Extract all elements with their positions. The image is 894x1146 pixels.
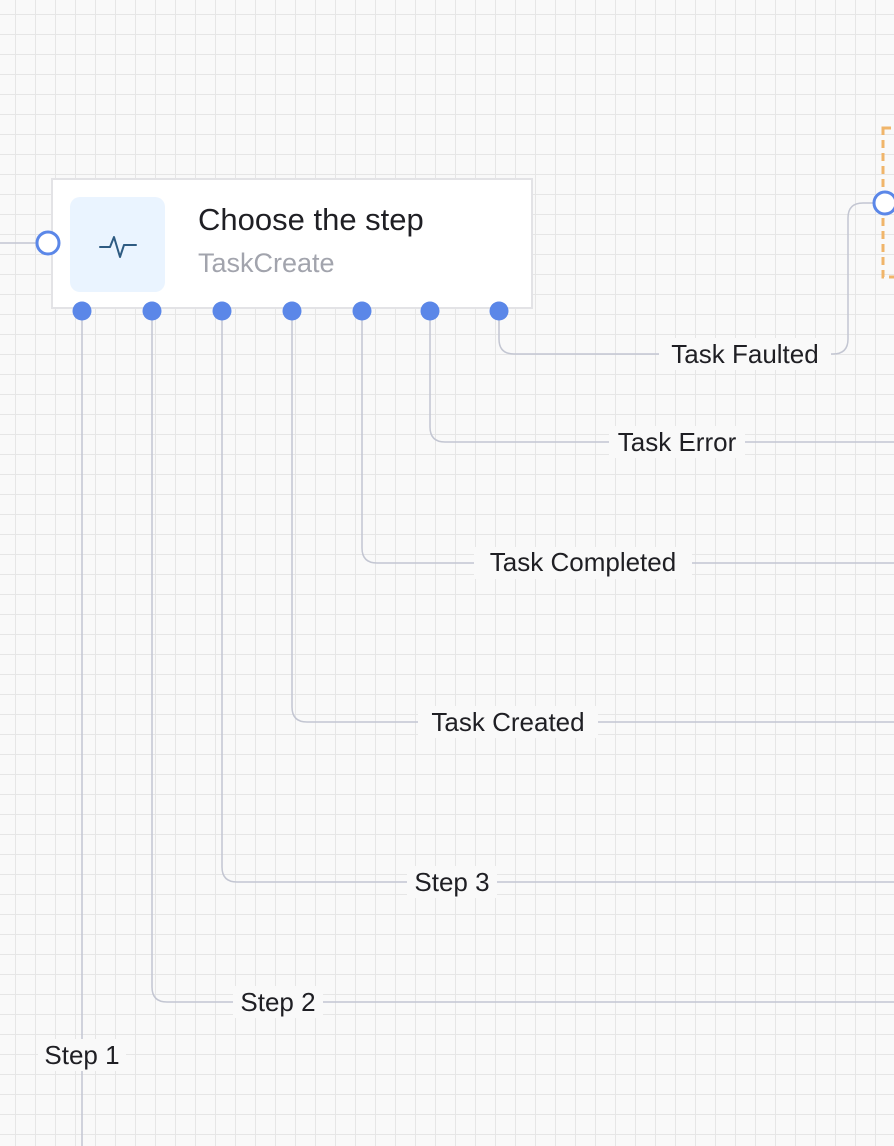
edge-label-text: Step 3 <box>414 867 489 897</box>
edge-step-3-label[interactable]: Step 3 <box>407 866 497 898</box>
edge-label-text: Task Error <box>618 427 737 457</box>
edge-step-2-label[interactable]: Step 2 <box>233 986 323 1018</box>
choose-step-node[interactable]: Choose the step TaskCreate <box>51 178 533 309</box>
node-title: Choose the step <box>198 202 424 237</box>
edge-task-faulted-path[interactable] <box>498 202 878 355</box>
edge-label-text: Task Faulted <box>671 339 818 369</box>
activity-pulse-icon <box>98 235 137 258</box>
edge-task-error-path[interactable] <box>429 311 894 443</box>
edge-step-2-path[interactable] <box>151 311 894 1003</box>
edge-label-text: Step 2 <box>240 987 315 1017</box>
edge-task-completed-path[interactable] <box>361 311 894 564</box>
edge-task-completed-label[interactable]: Task Completed <box>474 547 692 579</box>
edge-task-error-label[interactable]: Task Error <box>609 426 745 458</box>
edge-label-text: Step 1 <box>44 1040 119 1070</box>
node-subtitle: TaskCreate <box>198 248 335 278</box>
edge-task-created-label[interactable]: Task Created <box>418 706 598 738</box>
edge-task-faulted-label[interactable]: Task Faulted <box>659 338 831 370</box>
edge-label-text: Task Created <box>431 707 584 737</box>
target-node-input-port[interactable] <box>872 190 894 216</box>
edge-step-3-path[interactable] <box>221 311 894 883</box>
edge-label-text: Task Completed <box>490 547 676 577</box>
edge-step-1-label[interactable]: Step 1 <box>38 1039 126 1071</box>
edge-task-created-path[interactable] <box>291 311 894 723</box>
node-icon-tile <box>70 197 165 292</box>
